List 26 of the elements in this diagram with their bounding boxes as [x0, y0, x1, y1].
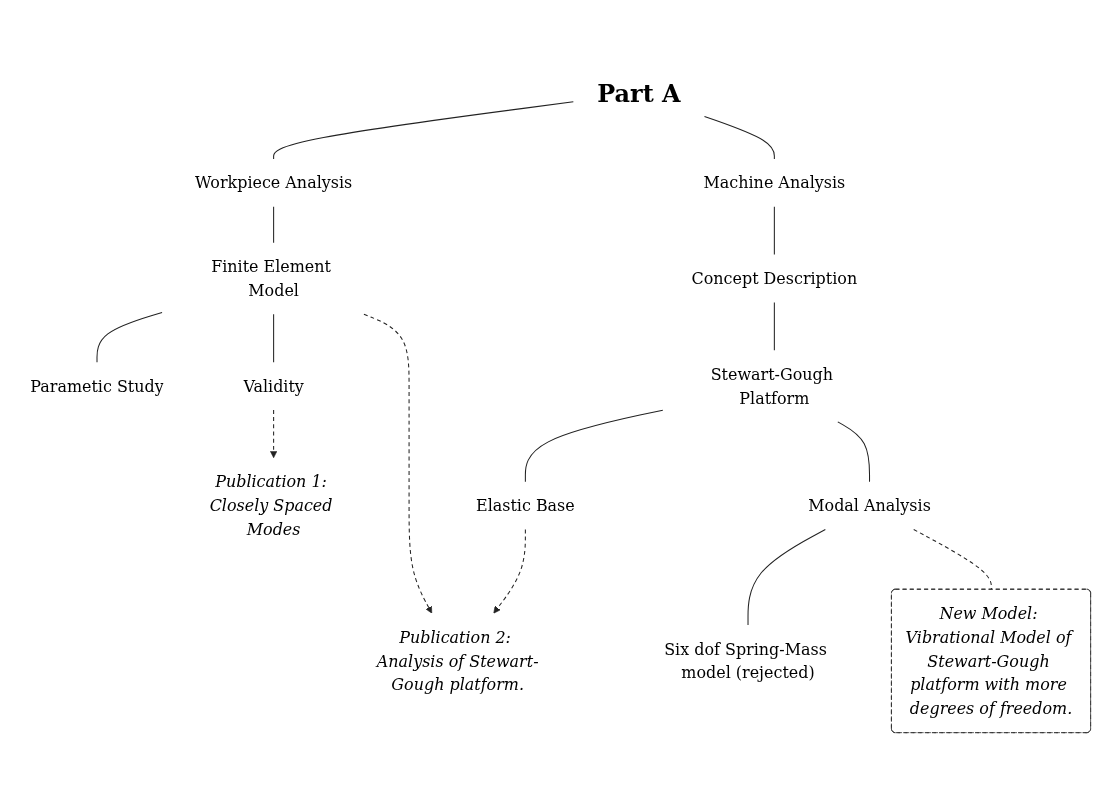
connector: [703, 115, 775, 160]
connector: [524, 409, 664, 483]
node-text: Finite Element Model: [211, 256, 331, 300]
node-text: Concept Description: [691, 268, 858, 289]
connector: [273, 101, 574, 160]
node-text: Workpiece Analysis: [195, 173, 353, 193]
node-text: Publication 1: Closely Spaced Modes: [209, 472, 333, 540]
node-text: Six dof Spring-Mass model (rejected): [664, 639, 827, 683]
node-text: Modal Analysis: [808, 495, 931, 516]
node-text: Validity: [243, 376, 304, 396]
connector: [773, 301, 775, 351]
arrow: [493, 528, 526, 614]
arrow: [270, 409, 278, 459]
connector: [747, 528, 826, 626]
node-text: Publication 2: Analysis of Stewart-Gough platform.: [376, 627, 539, 695]
connector: [273, 313, 275, 363]
connector: [96, 311, 163, 363]
node-text: Machine Analysis: [703, 173, 846, 193]
node-text: Stewart-Gough Platform: [710, 364, 833, 408]
node-text: Elastic Base: [476, 495, 575, 516]
connector: [773, 206, 775, 256]
connector: [837, 421, 871, 483]
node-text: Parametic Study: [30, 376, 164, 396]
arrow: [363, 313, 433, 614]
connector: [273, 206, 275, 244]
node-text: Part A: [597, 79, 681, 108]
